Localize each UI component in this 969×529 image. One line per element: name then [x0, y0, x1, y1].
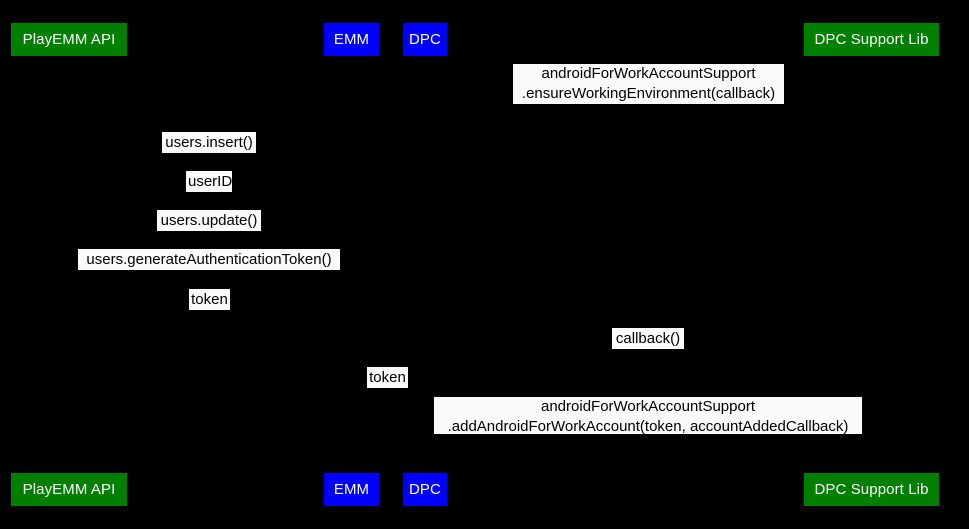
message-label-users-insert: users.insert()	[162, 132, 256, 153]
message-label-add-android-for-work-account: androidForWorkAccountSupport .addAndroid…	[434, 397, 862, 435]
participant-label: EMM	[333, 31, 370, 48]
participant-dpc-header[interactable]: DPC	[403, 23, 447, 56]
participant-label: EMM	[333, 481, 370, 498]
participant-emm-footer[interactable]: EMM	[324, 473, 379, 506]
participant-emm-header[interactable]: EMM	[324, 23, 379, 56]
participant-label: PlayEMM API	[22, 31, 116, 48]
participant-dpc-support-lib-header[interactable]: DPC Support Lib	[804, 23, 939, 56]
message-label-user-id: userID	[186, 171, 233, 192]
message-label-token-bottom: token	[367, 367, 408, 388]
participant-playemm-api-footer[interactable]: PlayEMM API	[11, 473, 127, 506]
participant-dpc-support-lib-footer[interactable]: DPC Support Lib	[804, 473, 939, 506]
participant-label: PlayEMM API	[22, 481, 116, 498]
participant-label: DPC Support Lib	[814, 481, 929, 498]
participant-dpc-footer[interactable]: DPC	[403, 473, 447, 506]
message-label-token-top: token	[189, 289, 230, 310]
message-label-users-update: users.update()	[157, 210, 261, 231]
participant-label: DPC	[409, 481, 441, 498]
participant-label: DPC Support Lib	[814, 31, 929, 48]
message-label-ensure-working-environment: androidForWorkAccountSupport .ensureWork…	[513, 64, 784, 104]
message-label-callback: callback()	[612, 328, 684, 349]
message-label-generate-auth-token: users.generateAuthenticationToken()	[78, 249, 340, 270]
participant-label: DPC	[409, 31, 441, 48]
participant-playemm-api-header[interactable]: PlayEMM API	[11, 23, 127, 56]
